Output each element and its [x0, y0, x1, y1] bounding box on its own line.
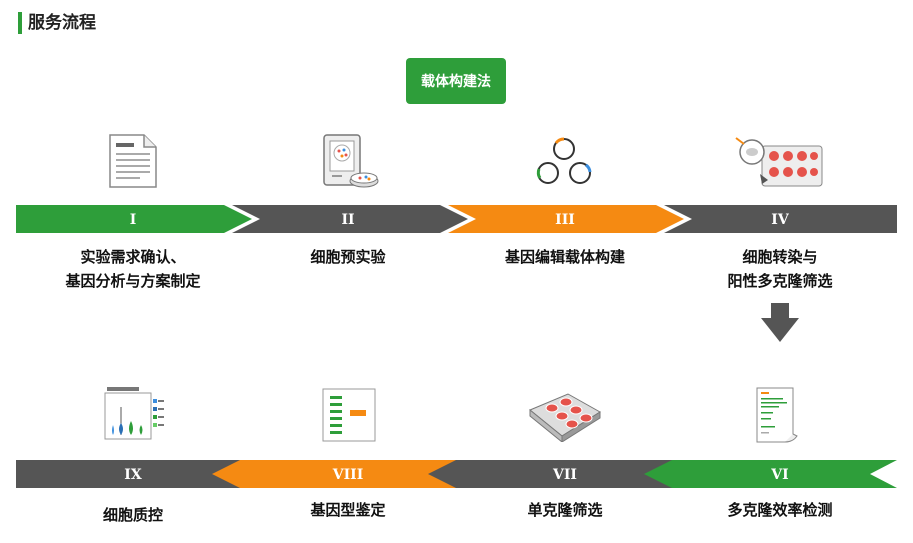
- transfection-plate-icon: [735, 137, 823, 187]
- step-6-number: VI: [770, 467, 788, 483]
- step-4-label: 细胞转染与 阳性多克隆筛选: [680, 245, 880, 293]
- section-marker: [18, 12, 22, 34]
- step-9-arrow: [16, 460, 248, 488]
- violin-plot-icon: [104, 387, 164, 440]
- step-8-label: 基因型鉴定: [310, 501, 386, 519]
- step-8-arrow: [212, 460, 464, 488]
- step-1-label-line2: 基因分析与方案制定: [65, 272, 201, 290]
- down-arrow-icon: [761, 303, 799, 342]
- step-1-label: 实验需求确认、 基因分析与方案制定: [28, 245, 238, 293]
- step-7-arrow: [428, 460, 680, 488]
- step-6-arrow: [644, 460, 897, 488]
- vector-construction-button[interactable]: 载体构建法: [406, 58, 506, 104]
- step-2-number: II: [341, 212, 354, 228]
- step-4-label-line2: 阳性多克隆筛选: [727, 272, 833, 290]
- gel-icon: [322, 388, 376, 442]
- step-7-label: 单克隆筛选: [527, 501, 603, 519]
- step-6-label: 多克隆效率检测: [727, 501, 833, 519]
- step-7-number: VII: [552, 467, 577, 483]
- plasmid-icon: [536, 137, 592, 184]
- well-plate-icon: [529, 393, 601, 442]
- report-icon: [756, 387, 798, 443]
- step-3-arrow: [448, 205, 684, 233]
- step-1-label-line1: 实验需求确认、: [80, 248, 186, 266]
- step-2-label: 细胞预实验: [310, 248, 386, 266]
- document-icon: [109, 134, 157, 188]
- clipboard-cell-icon: [323, 134, 379, 188]
- step-4-arrow: [664, 205, 897, 233]
- step-1-arrow: [16, 205, 252, 233]
- step-4-label-line1: 细胞转染与: [742, 248, 818, 266]
- step-4-number: IV: [771, 212, 790, 228]
- step-9-label: 细胞质控: [102, 506, 163, 524]
- step-1-number: I: [130, 212, 137, 228]
- step-3-number: III: [555, 212, 575, 228]
- section-title: 服务流程: [28, 13, 96, 33]
- step-2-arrow: [232, 205, 468, 233]
- step-8-number: VIII: [332, 467, 364, 483]
- step-3-label: 基因编辑载体构建: [504, 248, 625, 266]
- step-9-number: IX: [124, 467, 142, 483]
